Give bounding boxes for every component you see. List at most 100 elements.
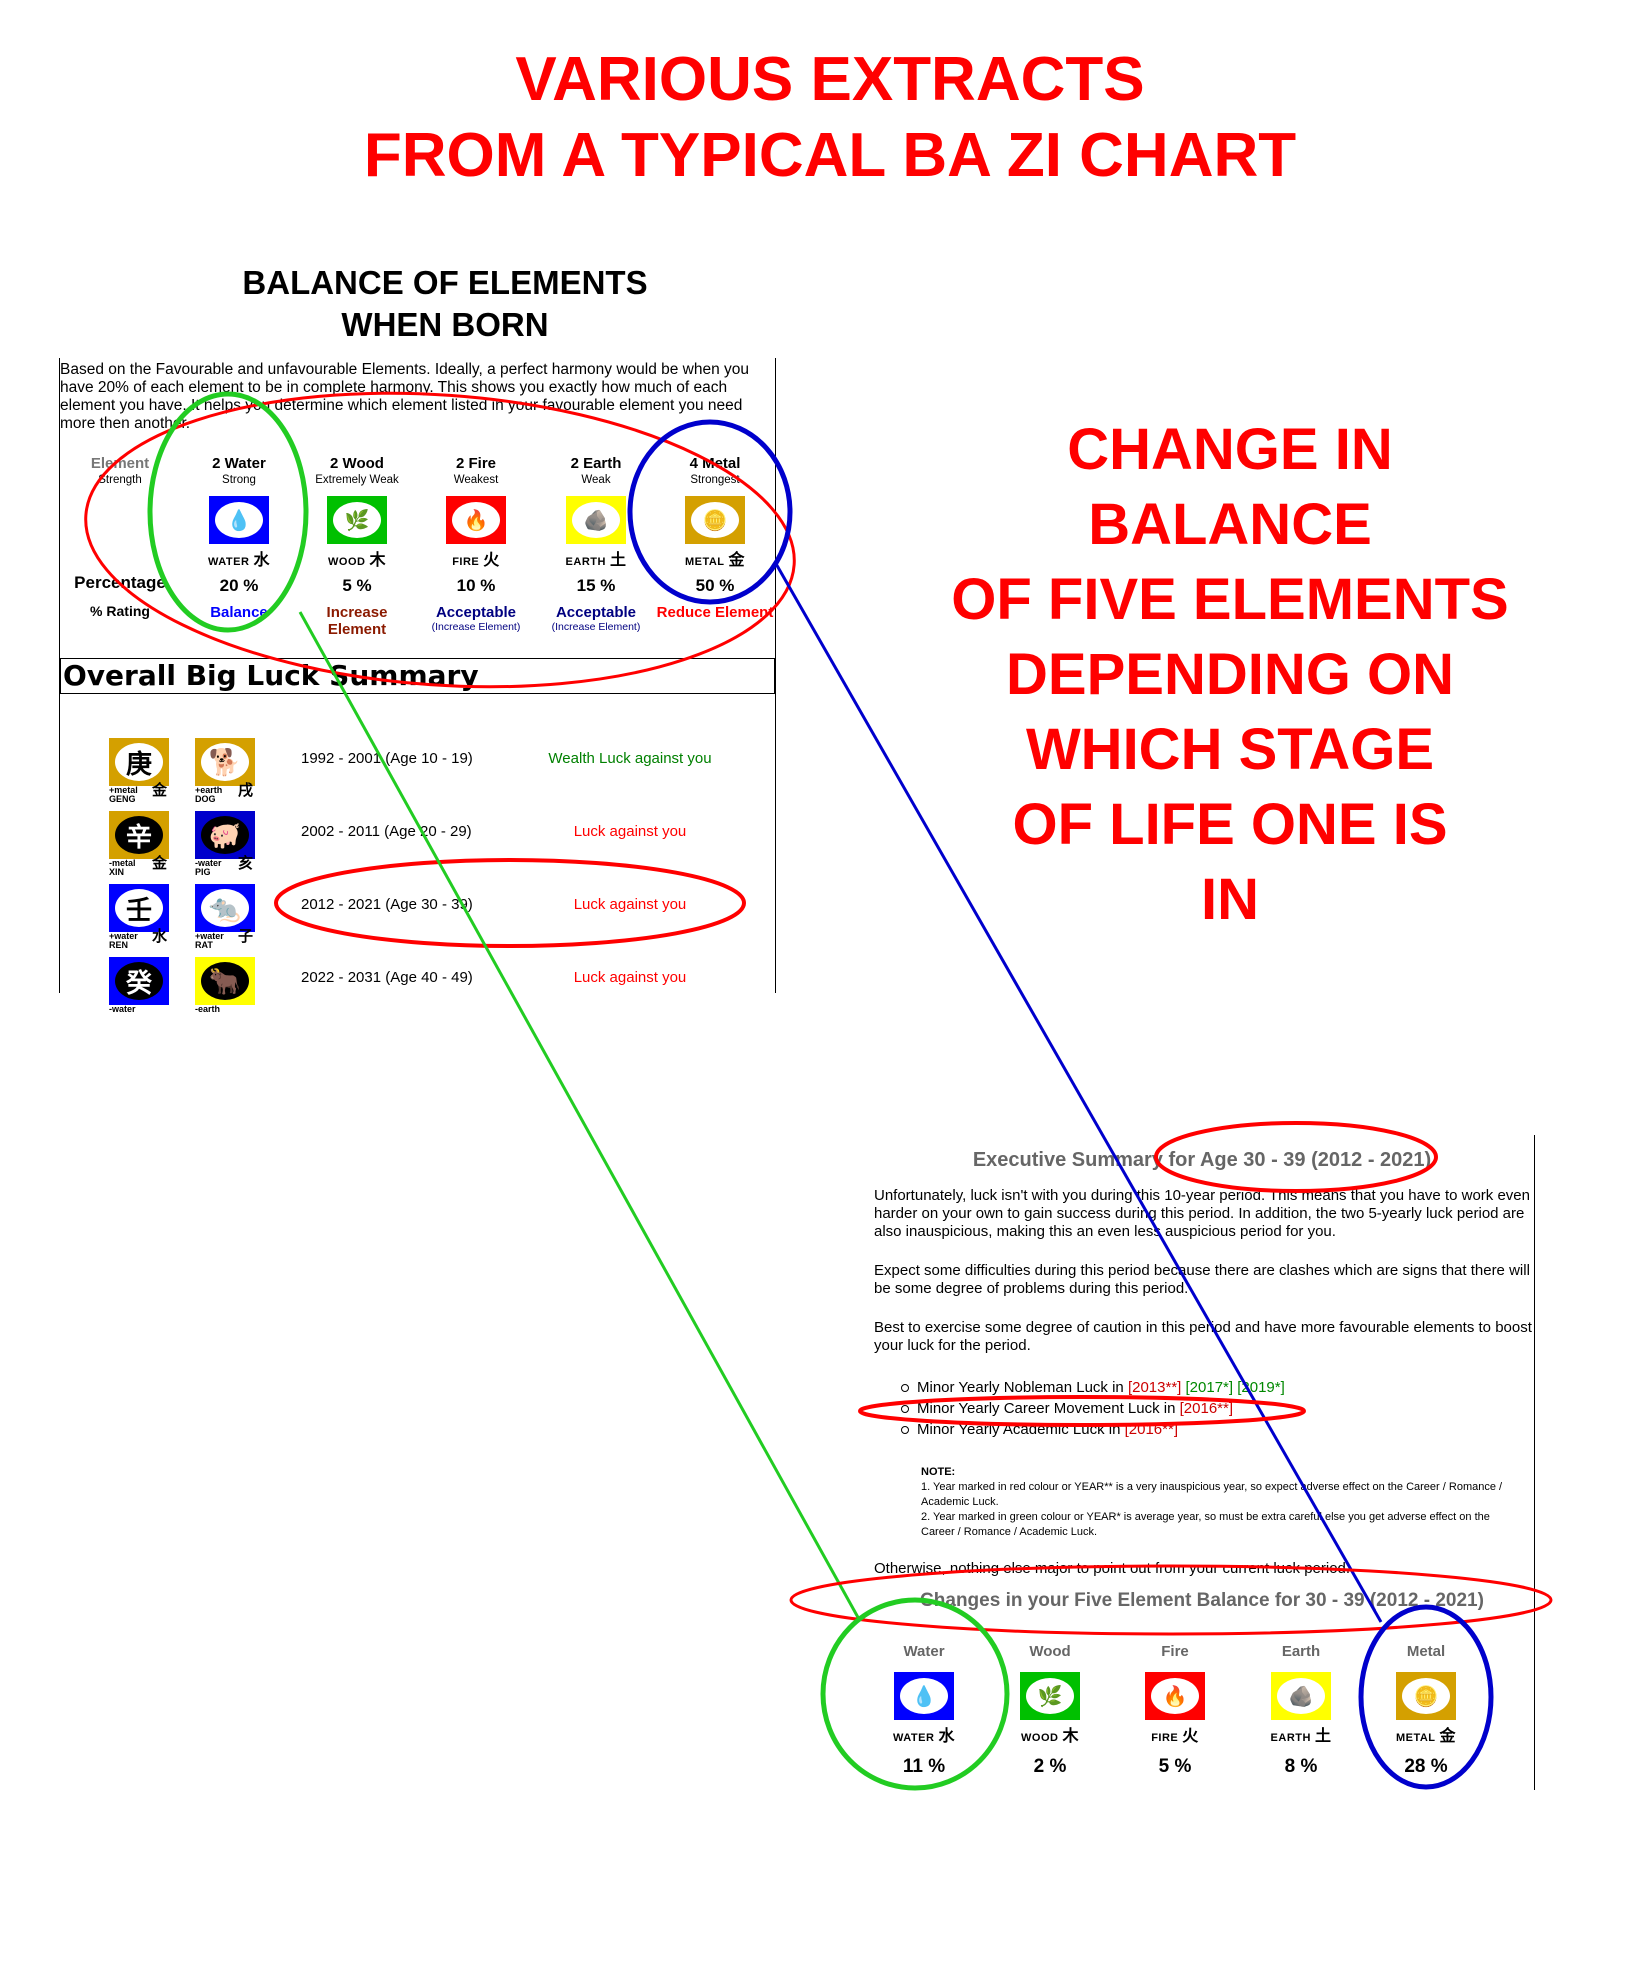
branch-label: -earth — [195, 1004, 221, 1013]
paragraph: Expect some difficulties during this per… — [874, 1262, 1530, 1297]
otherwise-text: Otherwise, nothing else major to point o… — [874, 1560, 1351, 1577]
header-column: Element Strength Percentage % Rating — [61, 455, 179, 620]
change-element-name: Water — [903, 1643, 945, 1660]
metal-glyph: 🪙 — [1402, 1678, 1450, 1714]
branch-char: 🐖 — [201, 816, 249, 854]
branch-icon: 🐖 — [195, 811, 255, 859]
element-char: 木 — [369, 552, 386, 569]
stem-caption: -water — [109, 1005, 169, 1013]
element-char: 金 — [728, 552, 746, 569]
water-glyph: 💧 — [900, 1678, 948, 1714]
water-glyph: 💧 — [215, 502, 263, 538]
minor-luck-year: [2016**] — [1179, 1400, 1234, 1417]
element-caption-text: FIRE — [1151, 1732, 1179, 1744]
bullet-icon — [901, 1426, 909, 1435]
main-title-line: VARIOUS EXTRACTS — [515, 45, 1145, 114]
element-name: 2 Earth — [570, 455, 622, 472]
branch-element-char: 戌 — [237, 782, 253, 799]
main-title: VARIOUS EXTRACTS FROM A TYPICAL BA ZI CH… — [0, 42, 1625, 194]
minor-luck-item: Minor Yearly Career Movement Luck in [20… — [901, 1400, 1233, 1417]
stem-char: 庚 — [115, 743, 163, 781]
branch-name: RAT — [195, 940, 213, 950]
branch-caption: -earth — [195, 1004, 255, 1013]
element-percent: 10 % — [456, 576, 496, 595]
branch-name: DOG — [195, 794, 216, 804]
element-char: 土 — [1314, 1728, 1332, 1745]
branch-icon: 🐕 — [195, 738, 255, 786]
branch-label: -water — [195, 858, 222, 868]
changes-title: Changes in your Five Element Balance for… — [920, 1590, 1484, 1611]
change-percent: 2 % — [1033, 1756, 1067, 1777]
branch-name: PIG — [195, 867, 211, 877]
element-char: 火 — [1182, 1728, 1199, 1745]
stem-element-char: 水 — [151, 928, 167, 945]
luck-result: Luck against you — [573, 823, 687, 840]
side-title-line: WHICH STAGE — [1025, 717, 1435, 782]
element-percent: 15 % — [576, 576, 616, 595]
element-percent: 50 % — [695, 576, 735, 595]
element-char: 水 — [253, 552, 270, 569]
stem-icon: 壬 — [109, 884, 169, 932]
stem-icon: 癸 — [109, 957, 169, 1005]
stem-element-char: 金 — [151, 855, 167, 872]
minor-luck-label: Minor Yearly Academic Luck in — [917, 1421, 1125, 1438]
note: NOTE: 1. Year marked in red colour or YE… — [921, 1465, 1521, 1540]
branch-label: +water — [195, 931, 224, 941]
bullet-icon — [901, 1405, 909, 1414]
wood-element-icon: 🌿 — [1020, 1672, 1080, 1720]
change-percent: 8 % — [1284, 1756, 1318, 1777]
wood-element-icon: 🌿 — [327, 496, 387, 544]
metal-element-icon: 🪙 — [685, 496, 745, 544]
born-title-line: WHEN BORN — [341, 306, 549, 343]
fire-glyph: 🔥 — [452, 502, 500, 538]
luck-period: 2012 - 2021 (Age 30 - 39) — [301, 896, 473, 913]
element-caption-text: WOOD — [1021, 1732, 1059, 1744]
element-name: 2 Water — [212, 455, 266, 472]
change-element-name: Wood — [1029, 1643, 1071, 1660]
minor-luck-year: [2016**] — [1124, 1421, 1178, 1438]
element-rating: Increase Element — [326, 604, 388, 638]
luck-result: Luck against you — [573, 896, 687, 913]
stem-name: REN — [109, 940, 129, 950]
branch-char: 🐂 — [201, 962, 249, 1000]
luck-period: 2002 - 2011 (Age 20 - 29) — [301, 823, 472, 840]
side-title-line: IN — [1201, 867, 1259, 932]
header-rating: % Rating — [90, 603, 150, 619]
paragraph: Unfortunately, luck isn't with you durin… — [874, 1187, 1530, 1240]
born-title-line: BALANCE OF ELEMENTS — [242, 264, 648, 301]
element-char: 火 — [483, 552, 500, 569]
branch-element-char: 子 — [237, 928, 253, 945]
stem-element-char: 金 — [151, 782, 167, 799]
fire-glyph: 🔥 — [1151, 1678, 1199, 1714]
executive-panel: Executive Summary for Age 30 - 39 (2012 … — [869, 1135, 1535, 1790]
element-char: 金 — [1439, 1728, 1457, 1745]
element-caption-text: METAL — [1395, 1732, 1436, 1744]
element-strength: Strong — [222, 474, 256, 486]
luck-row: 癸 -water🐂 -earth 2022 - 2031 (Age 40 - 4… — [60, 957, 775, 1012]
element-strength: Weak — [581, 474, 611, 486]
stem-icon: 辛 — [109, 811, 169, 859]
element-percent: 5 % — [342, 576, 372, 595]
stem-label: -metal — [109, 858, 136, 868]
water-element-icon: 💧 — [894, 1672, 954, 1720]
element-name: 2 Fire — [455, 455, 497, 472]
stem-label: +water — [109, 931, 138, 941]
water-element-icon: 💧 — [209, 496, 269, 544]
element-caption-text: METAL — [684, 556, 725, 568]
